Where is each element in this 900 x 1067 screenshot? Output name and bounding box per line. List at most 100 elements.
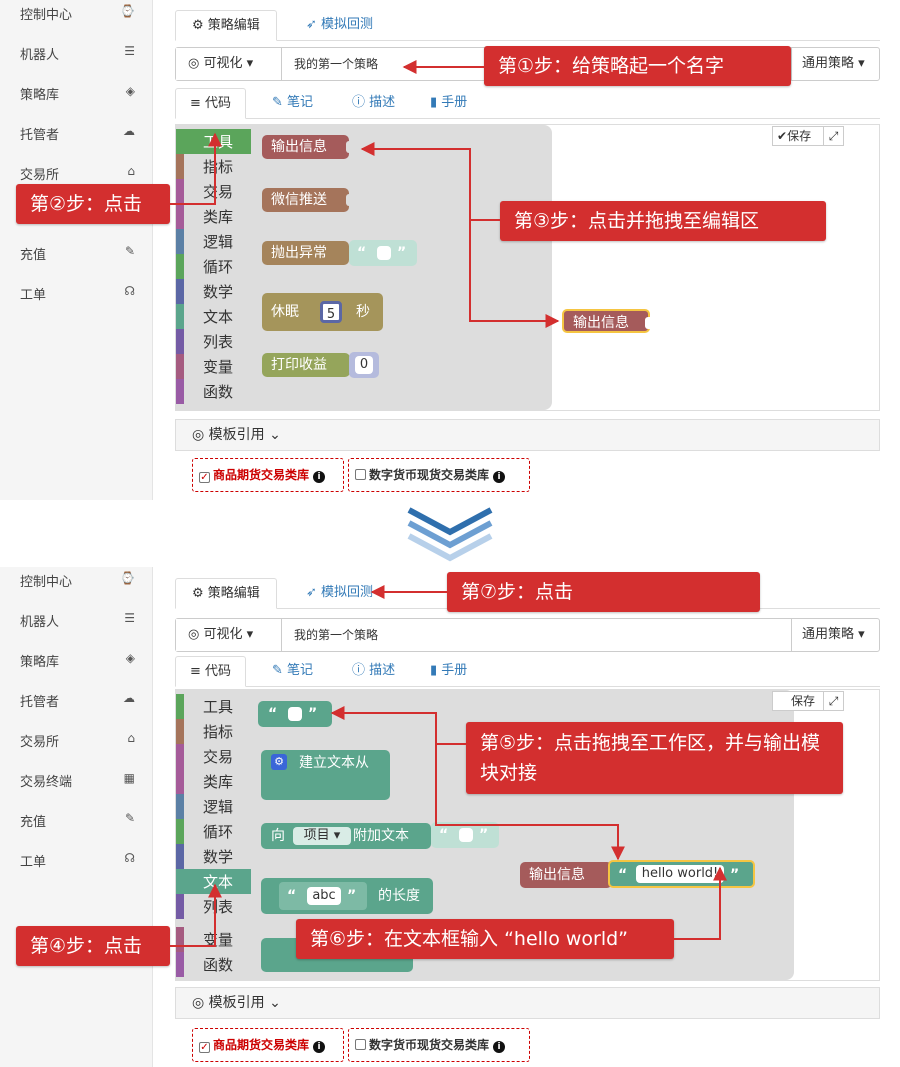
- toolbox-item-logic[interactable]: 逻辑: [176, 229, 251, 254]
- toolbox-item-text[interactable]: 文本: [176, 869, 251, 894]
- tab-strategy-edit[interactable]: ⚙ 策略编辑: [175, 578, 277, 609]
- toolbox-item-functions[interactable]: 函数: [176, 379, 251, 404]
- fullscreen-icon[interactable]: ⤢: [823, 692, 843, 710]
- sidebar-item-tickets[interactable]: 工单☊: [20, 284, 135, 304]
- sidebar-item-dashboard[interactable]: 控制中心⌚: [20, 571, 135, 591]
- sidebar-item-recharge[interactable]: 充值✎: [20, 244, 135, 264]
- save-button[interactable]: 保存: [791, 692, 815, 710]
- save-button[interactable]: ✔保存: [777, 127, 811, 145]
- toolbox-item-variables[interactable]: 变量: [176, 354, 251, 379]
- block-print-profit[interactable]: 打印收益: [262, 353, 350, 377]
- mode-dropdown[interactable]: ◎ 可视化 ▾: [176, 619, 282, 651]
- toolbox-item-text[interactable]: 文本: [176, 304, 251, 329]
- tab-strategy-edit[interactable]: ⚙ 策略编辑: [175, 10, 277, 41]
- toolbox-item-indicators[interactable]: 指标: [176, 154, 251, 179]
- block-output-info[interactable]: 输出信息: [262, 135, 354, 159]
- output-info-block[interactable]: 输出信息: [520, 862, 612, 888]
- toolbox-item-tools[interactable]: 工具: [176, 129, 251, 154]
- mode-dropdown[interactable]: ◎ 可视化 ▾: [176, 48, 282, 80]
- tab-backtest[interactable]: ➶ 模拟回测: [290, 578, 389, 609]
- sidebar-item-hosts[interactable]: 托管者☁: [20, 124, 135, 144]
- blockly-workspace[interactable]: 工具 指标 交易 类库 逻辑 循环 数学 文本 列表 变量 函数 输出信息 微信…: [175, 124, 880, 411]
- sleep-seconds-field[interactable]: 5: [320, 301, 342, 323]
- toolbox-item-math[interactable]: 数学: [176, 279, 251, 304]
- subtab-manual[interactable]: ▮ 手册: [414, 88, 483, 119]
- sidebar-item-terminal[interactable]: 交易终端▦: [20, 771, 135, 791]
- empty-string-block[interactable]: “ ”: [349, 240, 417, 266]
- subtab-code[interactable]: ≡ 代码: [175, 656, 247, 687]
- abc-field[interactable]: abc: [307, 887, 341, 905]
- sidebar-item-hosts[interactable]: 托管者☁: [20, 691, 135, 711]
- subtab-notes[interactable]: ✎ 笔记: [256, 656, 329, 687]
- subtab-code[interactable]: ≡ 代码: [175, 88, 247, 119]
- toolbox-item-variables[interactable]: 变量: [176, 927, 251, 952]
- string-field[interactable]: [288, 707, 302, 721]
- info-icon[interactable]: i: [313, 471, 326, 483]
- toolbox-item-functions[interactable]: 函数: [176, 952, 251, 977]
- sidebar-item-recharge[interactable]: 充值✎: [20, 811, 135, 831]
- sidebar-item-exchanges[interactable]: 交易所⌂: [20, 164, 135, 184]
- sidebar-item-strategies[interactable]: 策略库◈: [20, 84, 135, 104]
- info-icon[interactable]: i: [493, 471, 506, 483]
- block-append-text[interactable]: 向 项目 ▾ 附加文本: [261, 823, 431, 849]
- sidebar-item-strategies[interactable]: 策略库◈: [20, 651, 135, 671]
- toolbox-item-loops[interactable]: 循环: [176, 254, 251, 279]
- checkbox-unchecked-icon[interactable]: [355, 1039, 366, 1050]
- toolbox-item-tools[interactable]: 工具: [176, 694, 251, 719]
- tab-backtest[interactable]: ➶ 模拟回测: [290, 10, 389, 41]
- toolbox-item-indicators[interactable]: 指标: [176, 719, 251, 744]
- strategy-type-dropdown[interactable]: 通用策略 ▾: [791, 48, 879, 80]
- template-reference-header[interactable]: ◎ 模板引用 ⌄: [175, 987, 880, 1019]
- empty-string-slot[interactable]: “ ”: [431, 822, 499, 848]
- profit-number-field[interactable]: 0: [355, 356, 373, 374]
- hello-text-field[interactable]: hello world!: [636, 865, 724, 883]
- toolbox-item-logic[interactable]: 逻辑: [176, 794, 251, 819]
- sidebar-item-robots[interactable]: 机器人☰: [20, 611, 135, 631]
- string-field[interactable]: [459, 828, 473, 842]
- checkbox-checked-icon[interactable]: ✓: [199, 1042, 210, 1053]
- block-text-length[interactable]: “ abc ” 的长度: [261, 878, 433, 914]
- toolbox-item-libraries[interactable]: 类库: [176, 769, 251, 794]
- subtab-description[interactable]: ⓘ 描述: [336, 656, 411, 687]
- toolbox-item-loops[interactable]: 循环: [176, 819, 251, 844]
- toolbox-item-lists[interactable]: 列表: [176, 894, 251, 919]
- toolbox-item-lists[interactable]: 列表: [176, 329, 251, 354]
- hello-string-block[interactable]: “ hello world! ”: [608, 860, 755, 888]
- dragged-output-info-block[interactable]: 输出信息: [562, 309, 653, 333]
- toolbox-item-math[interactable]: 数学: [176, 844, 251, 869]
- strategy-name-input[interactable]: 我的第一个策略: [294, 57, 379, 71]
- string-field[interactable]: [377, 246, 391, 260]
- checkbox-unchecked-icon[interactable]: [355, 469, 366, 480]
- info-icon[interactable]: i: [493, 1041, 506, 1053]
- strategy-type-dropdown[interactable]: 通用策略 ▾: [791, 619, 879, 651]
- block-create-text-from[interactable]: ⚙ 建立文本从: [261, 750, 390, 800]
- checkbox-checked-icon[interactable]: ✓: [199, 472, 210, 483]
- toolbox-item-trade[interactable]: 交易: [176, 179, 251, 204]
- block-wechat-push[interactable]: 微信推送: [262, 188, 354, 212]
- sidebar-item-robots[interactable]: 机器人☰: [20, 44, 135, 64]
- strategy-name-input[interactable]: 我的第一个策略: [294, 628, 379, 642]
- toolbox-item-trade[interactable]: 交易: [176, 744, 251, 769]
- variable-dropdown[interactable]: 项目 ▾: [293, 827, 351, 845]
- fullscreen-icon[interactable]: ⤢: [823, 127, 843, 145]
- toolbox-item-libraries[interactable]: 类库: [176, 204, 251, 229]
- caret-down-icon: ▾: [242, 627, 254, 642]
- empty-string-block[interactable]: “ ”: [258, 701, 332, 727]
- block-throw-exception[interactable]: 抛出异常: [262, 241, 349, 265]
- template-icon: ◎: [192, 995, 209, 1011]
- block-sleep[interactable]: 休眠 5 秒: [262, 293, 383, 331]
- sidebar-item-tickets[interactable]: 工单☊: [20, 851, 135, 871]
- number-block[interactable]: 0: [349, 352, 379, 378]
- subtab-notes[interactable]: ✎ 笔记: [256, 88, 329, 119]
- sidebar-item-dashboard[interactable]: 控制中心⌚: [20, 4, 135, 24]
- subtab-manual[interactable]: ▮ 手册: [414, 656, 483, 687]
- info-icon[interactable]: i: [313, 1041, 326, 1053]
- gear-icon[interactable]: ⚙: [271, 754, 287, 770]
- subtab-description[interactable]: ⓘ 描述: [336, 88, 411, 119]
- sidebar-item-exchanges[interactable]: 交易所⌂: [20, 731, 135, 751]
- template-reference-header[interactable]: ◎ 模板引用 ⌄: [175, 419, 880, 451]
